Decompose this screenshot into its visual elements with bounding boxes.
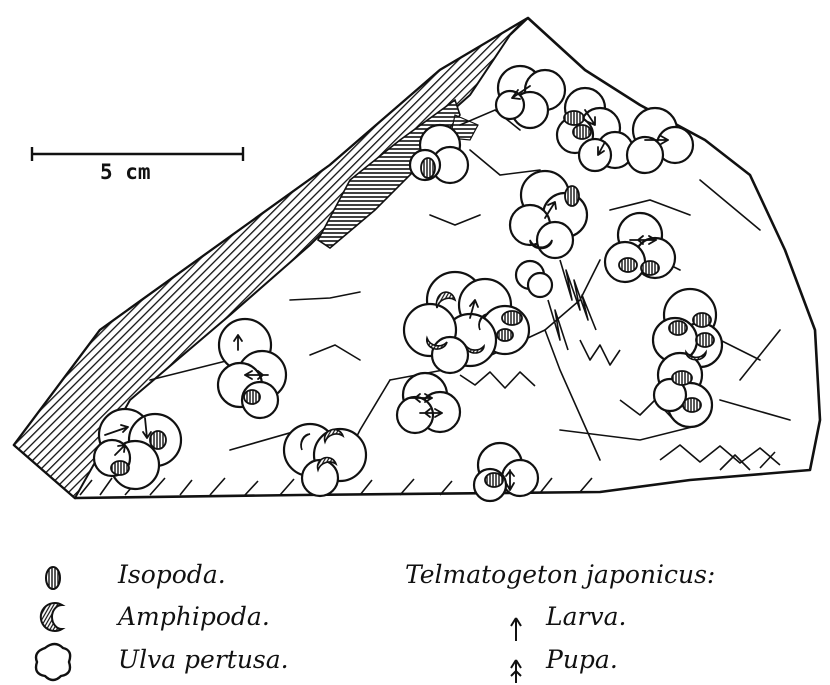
legend-ulva-label: Ulva pertusa. (118, 645, 289, 674)
isopoda-icon (46, 567, 60, 589)
larva-arrow-icon (511, 618, 521, 641)
legend-species-heading: Telmatogeton japonicus: (405, 560, 715, 589)
scale-label: 5 cm (100, 160, 151, 184)
pupa-arrow-icon (511, 660, 521, 683)
ulva-icon (36, 644, 70, 680)
scale-bar (32, 147, 243, 161)
legend-pupa-label: Pupa. (546, 645, 618, 674)
legend-isopoda-label: Isopoda. (118, 560, 226, 589)
legend-amphipoda-label: Amphipoda. (118, 602, 270, 631)
legend-larva-label: Larva. (546, 602, 626, 631)
amphipoda-icon (41, 603, 62, 631)
